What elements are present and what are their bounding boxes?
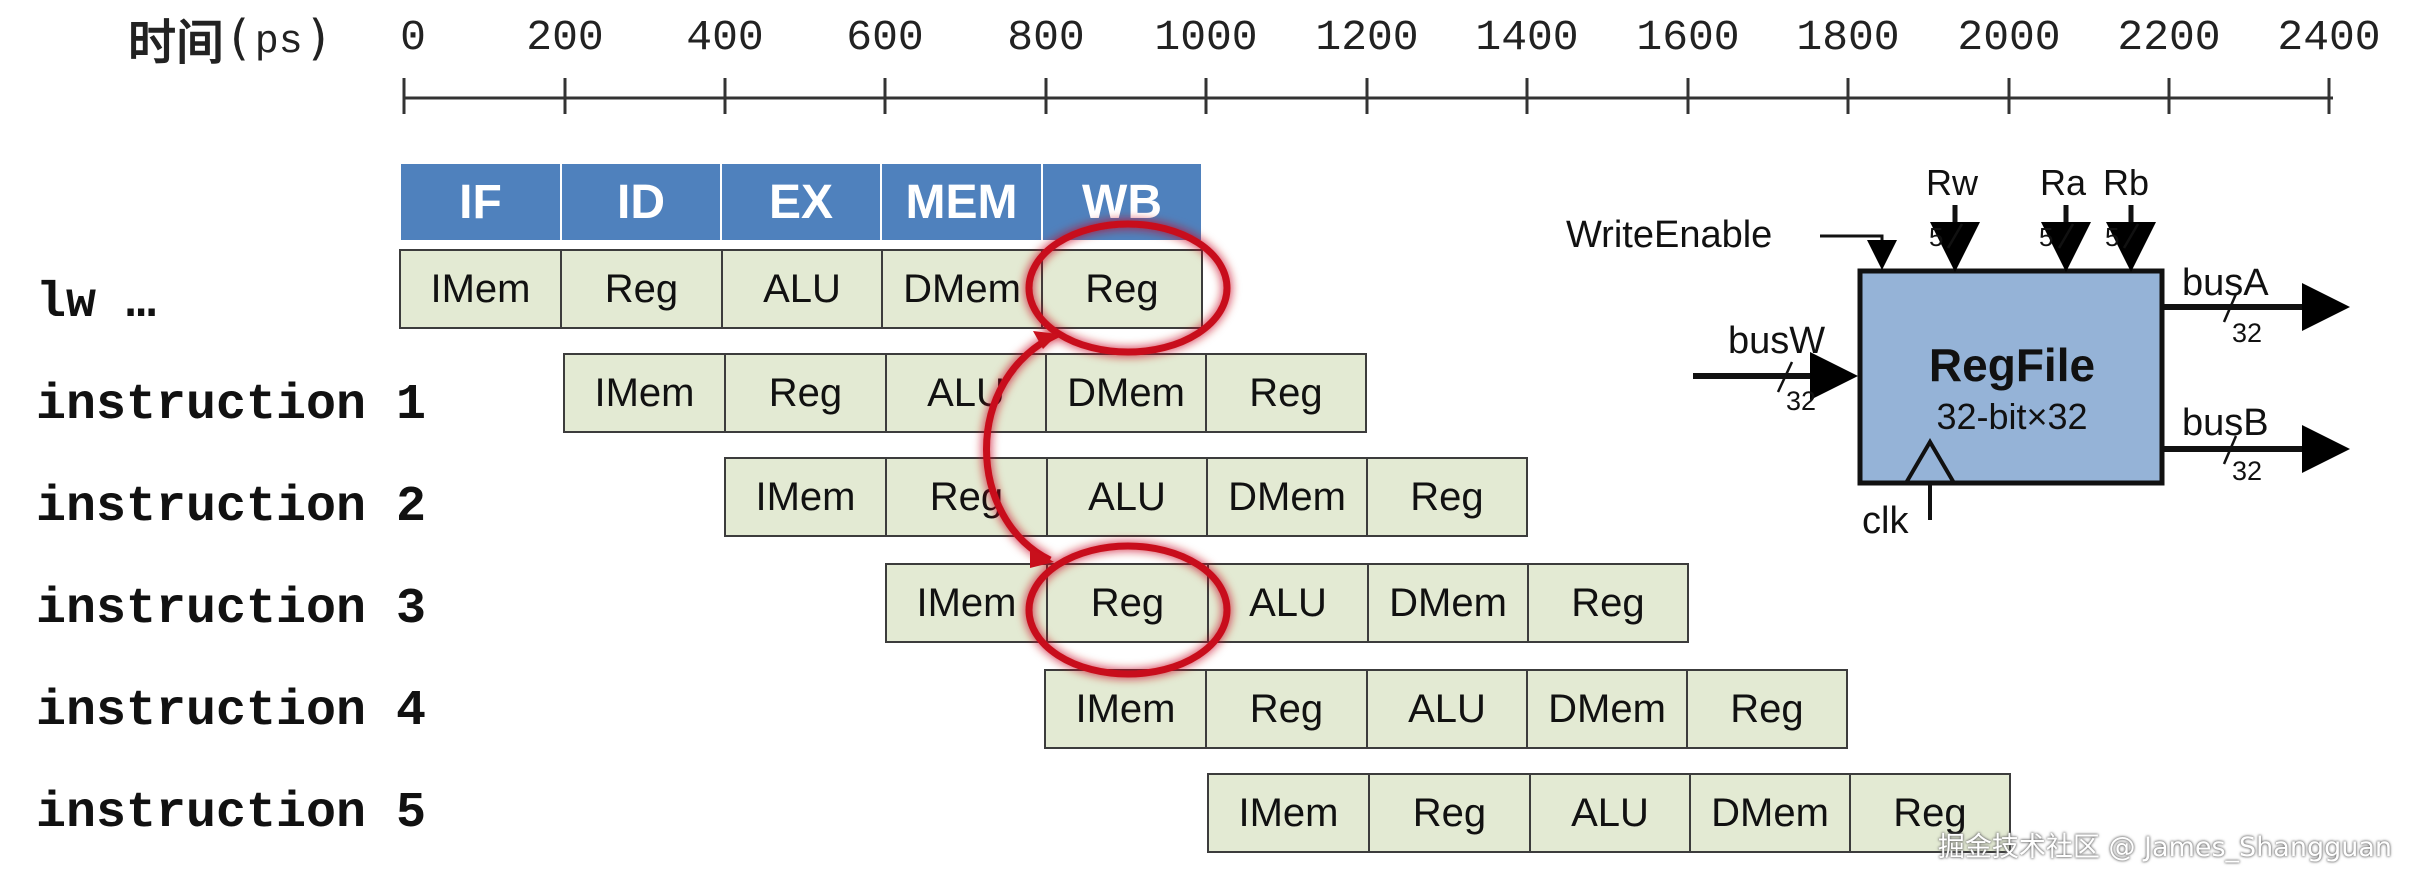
regfile-subtitle: 32-bit×32 <box>1936 396 2088 437</box>
pipeline-cell-reg-read: Reg <box>724 353 887 433</box>
pipeline-cell-imem: IMem <box>724 457 887 537</box>
ra-label: Ra <box>2040 162 2087 203</box>
time-axis-paren-close: ) <box>308 10 328 66</box>
tick-label-1400: 1400 <box>1475 13 1579 62</box>
time-axis-title: 时间 ( ps ) <box>128 6 334 71</box>
busb-bit-width: 32 <box>2232 456 2263 486</box>
pipeline-cell-reg-write: Reg <box>1041 249 1203 329</box>
busb-label: busB <box>2182 402 2269 444</box>
time-axis-title-text: 时间 <box>128 15 225 71</box>
watermark: 掘金技术社区 @ James_Shangguan <box>1937 832 2392 863</box>
instruction-label-4: instruction 4 <box>36 683 427 740</box>
time-axis-unit: ps <box>254 19 303 65</box>
pipeline-cell-dmem: DMem <box>1367 563 1529 643</box>
rw-label: Rw <box>1926 162 1978 203</box>
instruction-label-2: instruction 2 <box>36 479 427 536</box>
tick-label-2000: 2000 <box>1957 13 2061 62</box>
rb-label: Rb <box>2103 162 2150 203</box>
stage-header-mem: MEM <box>882 164 1043 240</box>
stage-header-ex: EX <box>722 164 882 240</box>
busa-label: busA <box>2182 262 2269 304</box>
tick-label-1800: 1800 <box>1796 13 1900 62</box>
regfile-box <box>1857 268 2165 486</box>
instruction-label-5: instruction 5 <box>36 785 427 842</box>
pipeline-cell-imem: IMem <box>885 563 1048 643</box>
pipeline-cell-imem: IMem <box>1207 773 1370 853</box>
tick-label-1600: 1600 <box>1636 13 1740 62</box>
time-axis-paren-open: ( <box>230 10 249 66</box>
pipeline-cell-dmem: DMem <box>1689 773 1851 853</box>
rw-bit-width: 5 <box>1929 222 1944 252</box>
tick-label-1200: 1200 <box>1315 13 1419 62</box>
instruction-label-1: instruction 1 <box>36 377 427 434</box>
stage-header-if: IF <box>401 164 562 240</box>
pipeline-cell-dmem: DMem <box>1206 457 1368 537</box>
forward-arrow <box>983 330 1060 564</box>
clk-label: clk <box>1862 500 1909 542</box>
busw-bit-width: 32 <box>1786 386 1817 416</box>
pipeline-cell-reg-write: Reg <box>1849 773 2011 853</box>
pipeline-cell-reg-write: Reg <box>1686 669 1848 749</box>
pipeline-cell-alu: ALU <box>1207 563 1369 643</box>
pipeline-cell-dmem: DMem <box>1045 353 1207 433</box>
pipeline-cell-dmem: DMem <box>881 249 1043 329</box>
tick-label-1000: 1000 <box>1154 13 1258 62</box>
tick-label-800: 800 <box>1007 13 1085 62</box>
pipeline-cell-imem: IMem <box>399 249 562 329</box>
write-enable-arrow <box>1820 234 1897 270</box>
regfile-title: RegFile <box>1928 339 2096 391</box>
highlight-circle-wb <box>1025 220 1231 356</box>
pipeline-cell-reg-read: Reg <box>560 249 723 329</box>
pipeline-cell-reg-write: Reg <box>1527 563 1689 643</box>
tick-label-600: 600 <box>846 13 924 62</box>
pipeline-cell-reg-read: Reg <box>1205 669 1368 749</box>
tick-label-2200: 2200 <box>2117 13 2221 62</box>
pipeline-cell-alu: ALU <box>1529 773 1691 853</box>
pipeline-cell-reg-read: Reg <box>1368 773 1531 853</box>
stage-header-wb: WB <box>1043 164 1201 240</box>
busw-label: busW <box>1728 320 1826 362</box>
busa-bit-width: 32 <box>2232 318 2263 348</box>
pipeline-cell-reg-write: Reg <box>1366 457 1528 537</box>
ra-bit-width: 5 <box>2039 222 2054 252</box>
pipeline-cell-alu: ALU <box>1366 669 1528 749</box>
stage-header-id: ID <box>562 164 722 240</box>
pipeline-cell-dmem: DMem <box>1526 669 1688 749</box>
tick-label-2400: 2400 <box>2277 13 2381 62</box>
pipeline-cell-alu: ALU <box>1046 457 1208 537</box>
write-enable-label: WriteEnable <box>1566 214 1773 256</box>
pipeline-cell-reg-read: Reg <box>1046 563 1209 643</box>
pipeline-cell-imem: IMem <box>563 353 726 433</box>
tick-label-400: 400 <box>686 13 764 62</box>
rb-bit-width: 5 <box>2105 222 2120 252</box>
pipeline-cell-reg-write: Reg <box>1205 353 1367 433</box>
tick-label-0: 0 <box>400 13 426 62</box>
tick-label-200: 200 <box>526 13 604 62</box>
instruction-label-lw: lw … <box>36 275 157 332</box>
highlight-circle-id <box>1025 542 1231 678</box>
instruction-label-3: instruction 3 <box>36 581 427 638</box>
